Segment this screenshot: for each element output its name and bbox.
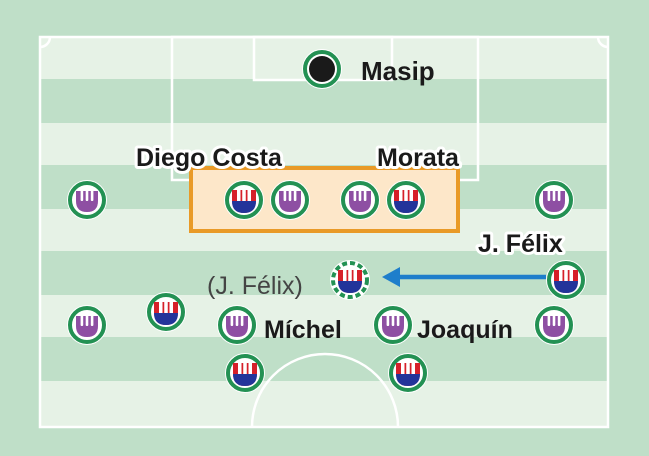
keeper-token	[302, 49, 342, 89]
home-player-token	[215, 303, 259, 347]
home-player-token	[338, 178, 382, 222]
away-player-token	[384, 178, 428, 222]
ghost-player-token	[330, 260, 370, 300]
corner-arc-left	[39, 36, 52, 49]
away-player-token	[223, 351, 267, 395]
pitch-stripe	[40, 295, 608, 337]
joaquin-label: Joaquín	[417, 316, 513, 344]
pitch-stripe	[40, 123, 608, 165]
felix-label: J. Félix	[478, 230, 563, 258]
felix-previous-label: (J. Félix)	[207, 272, 303, 300]
corner-arc-right	[596, 36, 609, 49]
away-player-token	[544, 258, 588, 302]
arrowhead	[382, 267, 400, 287]
home-player-token	[65, 303, 109, 347]
home-player-token	[371, 303, 415, 347]
movement-arrow	[382, 267, 546, 287]
away-player-token	[386, 351, 430, 395]
centre-circle	[250, 352, 400, 428]
home-player-token	[268, 178, 312, 222]
home-player-token	[532, 178, 576, 222]
away-player-token	[222, 178, 266, 222]
home-player-token	[65, 178, 109, 222]
home-player-token	[532, 303, 576, 347]
michel-label: Míchel	[264, 316, 342, 344]
away-player-token	[144, 290, 188, 334]
diego-costa-label: Diego Costa	[136, 144, 283, 172]
keeper-label: Masip	[361, 56, 435, 86]
morata-label: Morata	[377, 144, 460, 172]
pitch-stripe	[40, 381, 608, 427]
